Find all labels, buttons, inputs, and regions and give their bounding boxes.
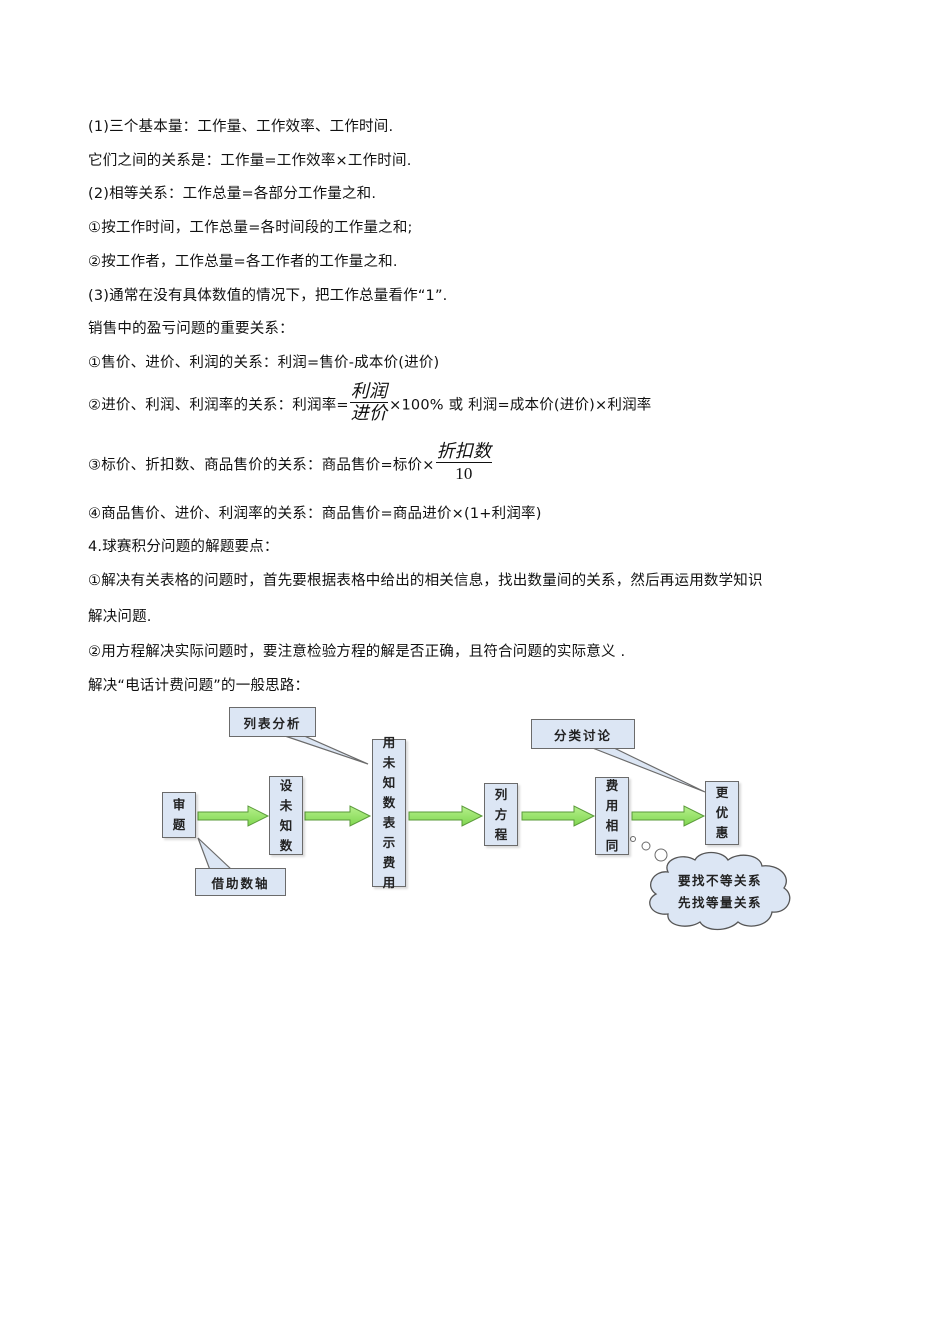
profit-loss-heading: 销售中的盈亏问题的重要关系： — [88, 321, 294, 337]
step-char: 数 — [279, 837, 293, 853]
fraction-numerator: 折扣数 — [435, 441, 493, 463]
total-as-one: (3)通常在没有具体数值的情况下，把工作总量看作“1”. — [88, 288, 448, 304]
phone-billing-heading: 解决“电话计费问题”的一般思路： — [88, 678, 310, 694]
step-char: 设 — [279, 777, 293, 793]
arrow-5 — [631, 805, 706, 827]
arrow-4 — [521, 805, 596, 827]
profit-rate-prefix: ②进价、利润、利润率的关系：利润率= — [88, 397, 349, 414]
callout-tail-list-analysis — [281, 734, 369, 765]
step-char: 题 — [172, 817, 186, 832]
callout-number-line: 借助数轴 — [195, 868, 286, 896]
step-char: 用 — [605, 798, 619, 813]
step-char: 示 — [382, 835, 396, 850]
step-char: 方 — [494, 806, 508, 822]
equation-check-tip: ②用方程解决实际问题时，要注意检验方程的解是否正确，且符合问题的实际意义 . — [88, 644, 626, 660]
work-relation: 它们之间的关系是：工作量=工作效率×工作时间. — [88, 153, 412, 169]
step-char: 知 — [382, 775, 396, 790]
table-problem-tip: ①解决有关表格的问题时，首先要根据表格中给出的相关信息，找出数量间的关系，然后再… — [88, 573, 763, 589]
thought-bubbles — [630, 836, 668, 862]
step-express-cost: 用 未 知 数 表 示 费 用 — [372, 735, 406, 890]
step-char: 程 — [494, 826, 508, 842]
step-set-equation: 列 方 程 — [484, 783, 518, 846]
step-more-favorable: 更 优 惠 — [705, 781, 739, 845]
step-char: 费 — [382, 855, 396, 870]
step-char: 未 — [382, 755, 396, 770]
step-char: 相 — [605, 818, 619, 833]
cloud-line-1: 要找不等关系 — [677, 873, 762, 888]
step-char: 优 — [715, 805, 729, 820]
fraction-numerator: 利润 — [349, 381, 389, 403]
step-char: 数 — [382, 795, 396, 810]
ball-game-heading: 4.球赛积分问题的解题要点： — [88, 539, 279, 555]
step-char: 用 — [382, 875, 396, 890]
callout-case-discussion: 分类讨论 — [531, 719, 635, 749]
step-char: 知 — [279, 817, 293, 833]
step-char: 审 — [172, 797, 186, 812]
step-char: 用 — [382, 735, 396, 750]
step-equal-cost: 费 用 相 同 — [595, 777, 629, 855]
step-review-problem: 审 题 — [162, 792, 196, 838]
step-char: 表 — [382, 815, 396, 830]
step-char: 惠 — [715, 825, 729, 840]
callout-tail-number-line — [197, 837, 234, 871]
profit-relation: ①售价、进价、利润的关系：利润=售价-成本价(进价) — [88, 355, 440, 371]
discount-prefix: ③标价、折扣数、商品售价的关系：商品售价=标价× — [88, 457, 435, 474]
step-char: 费 — [605, 778, 619, 793]
step-set-unknown: 设 未 知 数 — [269, 776, 303, 855]
arrow-1 — [197, 805, 270, 827]
sale-price-relation: ④商品售价、进价、利润率的关系：商品售价=商品进价×(1+利润率) — [88, 506, 542, 522]
profit-rate-suffix: ×100% 或 利润=成本价(进价)×利润率 — [389, 397, 652, 414]
cloud-line-2: 先找等量关系 — [677, 895, 762, 910]
cloud-shape — [649, 851, 791, 931]
profit-rate-fraction: 利润进价 — [349, 381, 389, 425]
step-char: 列 — [494, 786, 508, 802]
cloud-note: 要找不等关系 先找等量关系 — [660, 870, 780, 914]
fraction-denominator: 进价 — [350, 403, 388, 424]
profit-rate-relation: ②进价、利润、利润率的关系：利润率=利润进价×100% 或 利润=成本价(进价)… — [88, 381, 652, 427]
equal-relation: (2)相等关系：工作总量=各部分工作量之和. — [88, 186, 377, 202]
by-worker: ②按工作者，工作总量=各工作者的工作量之和. — [88, 254, 398, 270]
arrow-3 — [408, 805, 484, 827]
step-char: 未 — [279, 797, 293, 813]
by-work-time: ①按工作时间，工作总量=各时间段的工作量之和; — [88, 220, 413, 236]
work-basic-quantities: (1)三个基本量：工作量、工作效率、工作时间. — [88, 119, 394, 135]
fraction-denominator: 10 — [455, 464, 473, 483]
arrow-2 — [304, 805, 372, 827]
step-char: 同 — [605, 838, 619, 853]
table-problem-tip-cont: 解决问题. — [88, 609, 152, 625]
step-char: 更 — [715, 785, 729, 800]
callout-list-analysis: 列表分析 — [229, 707, 316, 737]
